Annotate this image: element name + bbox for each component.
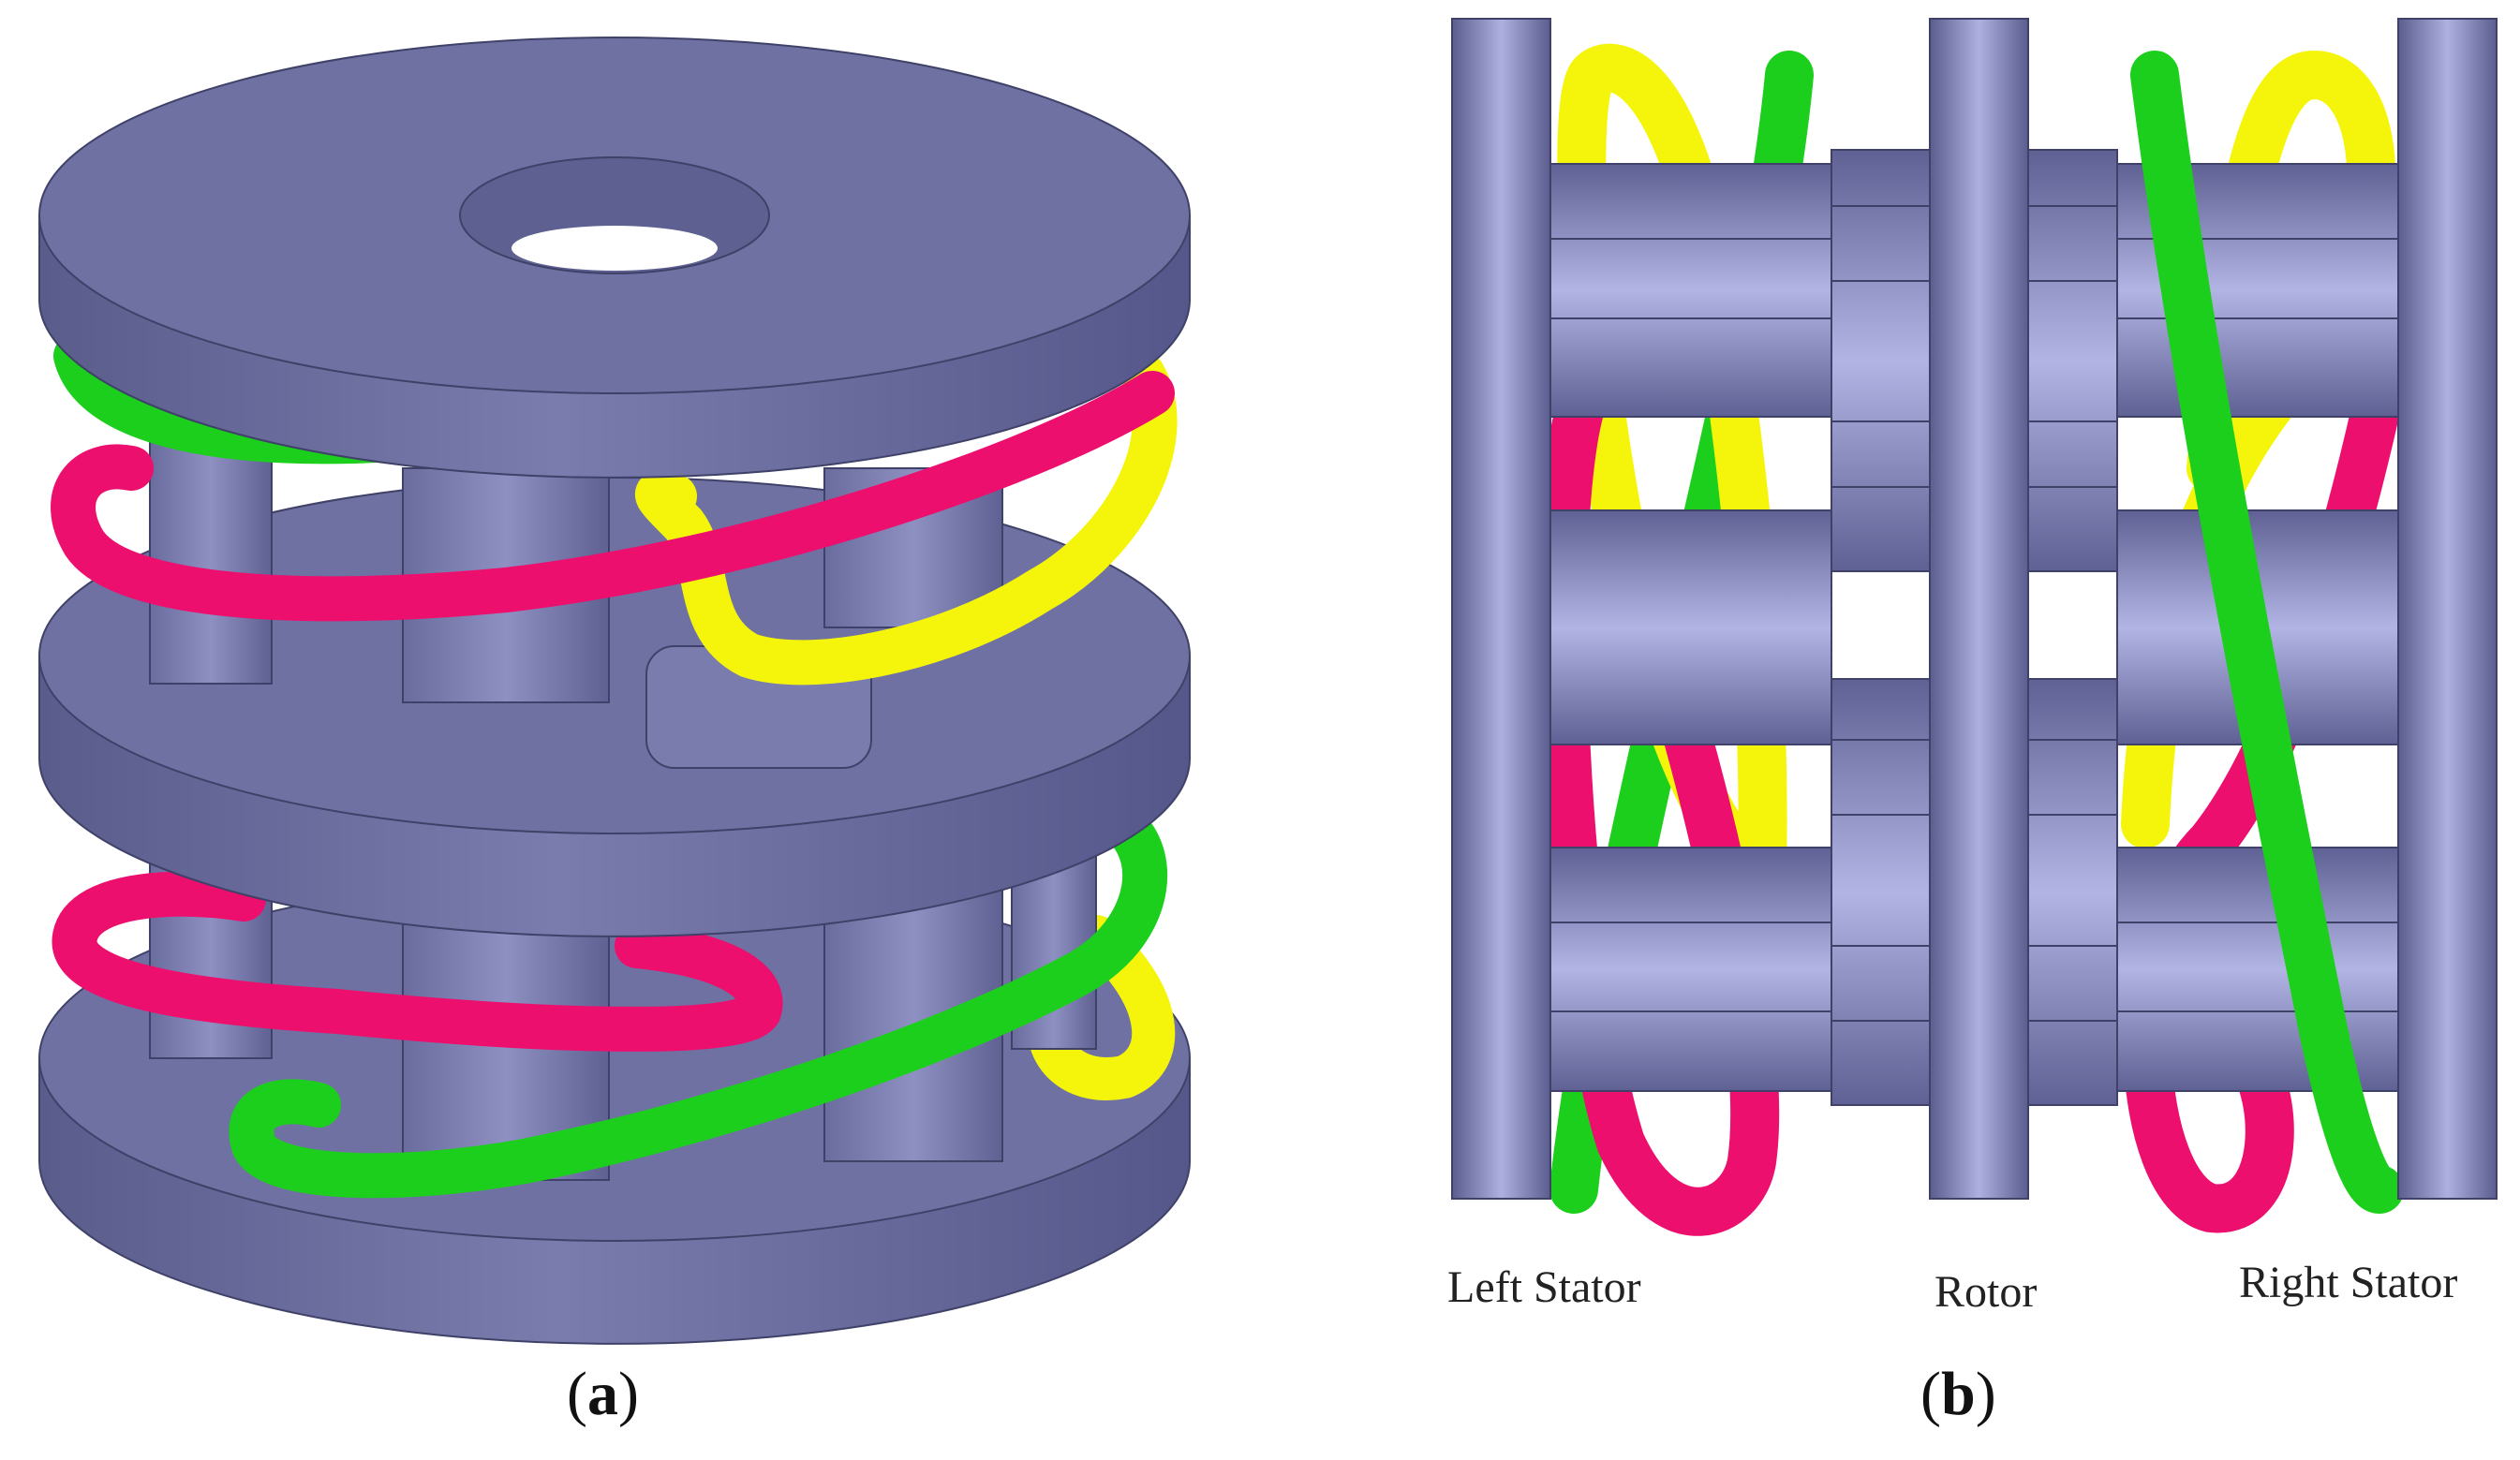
side-coil-green-right <box>2130 51 2404 1214</box>
caption-a: (a) <box>567 1360 639 1428</box>
caption-b: (b) <box>1920 1360 1996 1428</box>
top-disc <box>38 37 1191 479</box>
label-rotor: Rotor <box>1934 1267 2037 1317</box>
left-stator-plate <box>1451 18 1551 1200</box>
right-stator-plate <box>2397 18 2498 1200</box>
upper-coil-pink <box>51 371 1175 622</box>
lower-coil-green <box>229 779 1168 1199</box>
rotor-plate <box>1929 18 2029 1200</box>
label-left-stator: Left Stator <box>1447 1262 1641 1312</box>
upper-coil-yellow <box>634 352 1178 686</box>
panel-b-diagram: Left Stator Rotor Right Stator <box>1447 18 2498 1317</box>
lower-coil-pink <box>52 871 783 1052</box>
lower-coil-yellow-back <box>1028 915 1176 1100</box>
panel-a-diagram <box>38 37 1191 1345</box>
left-stator-bars <box>1549 163 1832 1092</box>
label-right-stator: Right Stator <box>2239 1258 2457 1307</box>
